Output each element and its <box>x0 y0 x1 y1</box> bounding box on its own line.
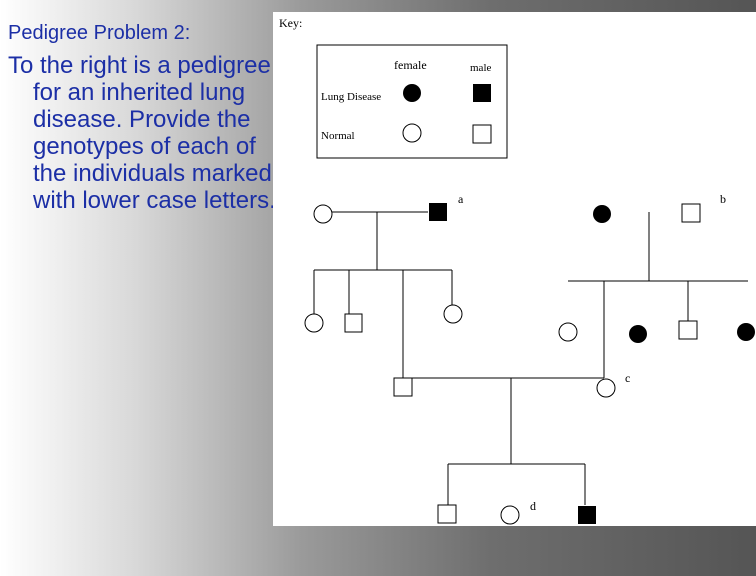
label-a: a <box>458 192 464 206</box>
slide-title: Pedigree Problem 2: <box>8 22 191 44</box>
label-c: c <box>625 371 630 385</box>
gen2-female-2 <box>443 304 463 324</box>
key-affected-female-symbol <box>403 84 421 102</box>
gen2-affected-female-1 <box>629 325 647 343</box>
gen1-left-female <box>313 204 333 224</box>
pedigree-lines <box>313 211 748 505</box>
gen2-female-3 <box>558 322 578 342</box>
gen2-male-2 <box>678 320 698 340</box>
gen3-male-1 <box>437 504 457 524</box>
gen2-male-married-in <box>393 377 413 397</box>
key-normal-female-symbol <box>402 123 422 143</box>
key-female-label: female <box>394 58 427 72</box>
key-disease-label: Lung Disease <box>321 91 381 103</box>
key-normal-male-symbol <box>472 124 492 144</box>
individual-b-male <box>681 203 701 223</box>
individual-c-female <box>596 378 616 398</box>
gen2-affected-female-2 <box>737 323 755 341</box>
key-normal-label: Normal <box>321 130 355 142</box>
slide-body-text: To the right is a pedigree for an inheri… <box>8 52 276 214</box>
individual-d-female <box>500 505 520 525</box>
key-box <box>316 44 508 159</box>
label-d: d <box>530 499 536 513</box>
key-male-label: male <box>470 62 491 74</box>
key-heading: Key: <box>279 16 302 30</box>
label-b: b <box>720 192 726 206</box>
pedigree-figure: Key: female male Lung Disease Normal <box>273 12 756 526</box>
individual-a-male <box>429 203 447 221</box>
gen2-male-1 <box>344 313 363 333</box>
gen1-right-female <box>593 205 611 223</box>
gen3-affected-male <box>578 506 596 524</box>
gen2-female-1 <box>304 313 324 333</box>
key-affected-male-symbol <box>473 84 491 102</box>
